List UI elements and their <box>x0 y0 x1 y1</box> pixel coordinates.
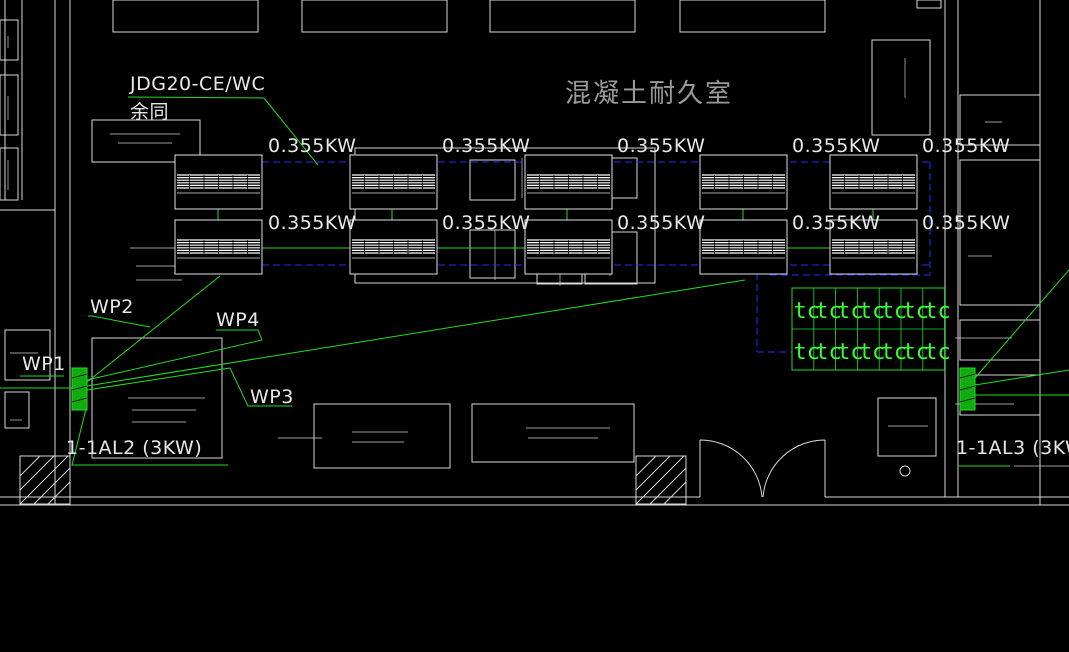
room-label: 混凝土耐久室 <box>565 79 733 109</box>
unit-power-labels: 0.355KW 0.355KW 0.355KW 0.355KW 0.355KW 0.355… <box>268 135 1010 234</box>
socket-outlet[interactable]: tc <box>881 340 908 365</box>
socket-outlet[interactable]: tc <box>903 340 930 365</box>
unit-power-label: 0.355KW <box>922 135 1010 157</box>
socket-outlet[interactable]: tc <box>815 299 842 324</box>
conduit-spec-label: JDG20-CE/WC <box>129 73 265 95</box>
ac-unit-7[interactable] <box>349 219 438 275</box>
ac-unit-1[interactable] <box>174 154 263 210</box>
circuit-label-wp3: WP3 <box>250 386 294 408</box>
panel-left-symbol[interactable] <box>71 367 88 411</box>
socket-outlet[interactable]: tc <box>837 299 864 324</box>
ac-unit-5[interactable] <box>829 154 918 210</box>
panel-left-label: 1-1AL2 (3KW) <box>66 437 202 459</box>
ac-unit-4[interactable] <box>699 154 788 210</box>
conduit-note-label: 余同 <box>130 101 169 123</box>
unit-power-label: 0.355KW <box>792 212 880 234</box>
ac-unit-3[interactable] <box>524 154 613 210</box>
ac-units-layer <box>174 154 918 275</box>
unit-power-label: 0.355KW <box>442 135 530 157</box>
ac-unit-6[interactable] <box>174 219 263 275</box>
circuit-label-wp4: WP4 <box>216 309 260 331</box>
structural-column <box>19 455 71 505</box>
socket-outlet[interactable]: tc <box>794 340 821 365</box>
circuit-label-wp1: WP1 <box>22 353 66 375</box>
unit-power-label: 0.355KW <box>268 135 356 157</box>
structural-column <box>635 455 687 505</box>
ac-unit-8[interactable] <box>524 219 613 275</box>
panel-right-symbol[interactable] <box>959 367 976 411</box>
ac-unit-10[interactable] <box>829 219 918 275</box>
socket-outlet[interactable]: tc <box>837 340 864 365</box>
unit-power-label: 0.355KW <box>792 135 880 157</box>
unit-power-label: 0.355KW <box>617 135 705 157</box>
circuit-label-wp2: WP2 <box>90 296 134 318</box>
socket-outlet[interactable]: tc <box>859 340 886 365</box>
ac-unit-2[interactable] <box>349 154 438 210</box>
socket-outlet[interactable]: tc <box>815 340 842 365</box>
unit-power-label: 0.355KW <box>617 212 705 234</box>
socket-outlet[interactable]: tc <box>924 299 951 324</box>
socket-outlet[interactable]: tc <box>903 299 930 324</box>
socket-outlet[interactable]: tc <box>859 299 886 324</box>
unit-power-label: 0.355KW <box>922 212 1010 234</box>
socket-outlet[interactable]: tc <box>924 340 951 365</box>
panel-right-label: 1-1AL3 (3KW <box>956 437 1069 459</box>
unit-power-label: 0.355KW <box>442 212 530 234</box>
ac-unit-9[interactable] <box>699 219 788 275</box>
socket-outlet[interactable]: tc <box>881 299 908 324</box>
circuit-wiring <box>0 97 1069 467</box>
socket-outlet[interactable]: tc <box>794 299 821 324</box>
unit-power-label: 0.355KW <box>268 212 356 234</box>
